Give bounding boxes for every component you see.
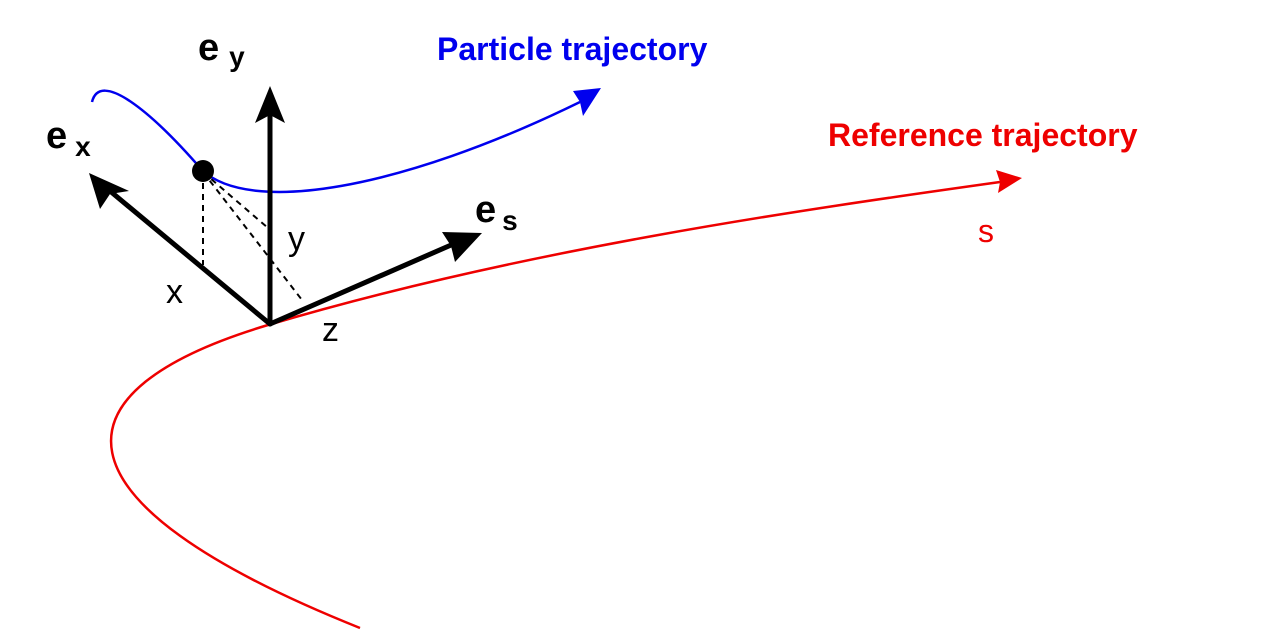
ex-label-sub: x (75, 131, 91, 162)
reference-trajectory-curve (110, 180, 1001, 630)
ex-label-base: e (46, 115, 67, 157)
local-axes (101, 107, 461, 327)
z-coordinate-label: z (322, 311, 339, 349)
ex-axis-arrowhead (89, 173, 129, 209)
es-axis-line (267, 239, 461, 327)
particle-trajectory-curve (90, 89, 581, 194)
projection-z-line (202, 171, 303, 301)
y-coordinate-label: y (288, 220, 305, 258)
es-axis-arrowhead (442, 232, 482, 262)
ex-axis-line (101, 183, 273, 327)
particle-trajectory-label: Particle trajectory (437, 31, 708, 67)
projection-y-line (202, 171, 269, 229)
x-coordinate-label: x (166, 273, 183, 311)
s-label: s (978, 213, 994, 249)
ey-axis-arrowhead (255, 86, 285, 123)
particle-trajectory-arrowhead (573, 88, 601, 116)
reference-trajectory-label: Reference trajectory (828, 117, 1138, 153)
es-label-base: e (475, 189, 496, 231)
projection-lines (202, 171, 303, 301)
es-label-sub: s (502, 205, 518, 236)
reference-trajectory-arrowhead (996, 170, 1022, 193)
ey-label-base: e (198, 27, 219, 69)
ey-label-sub: y (229, 41, 245, 72)
particle-dot (192, 160, 214, 182)
